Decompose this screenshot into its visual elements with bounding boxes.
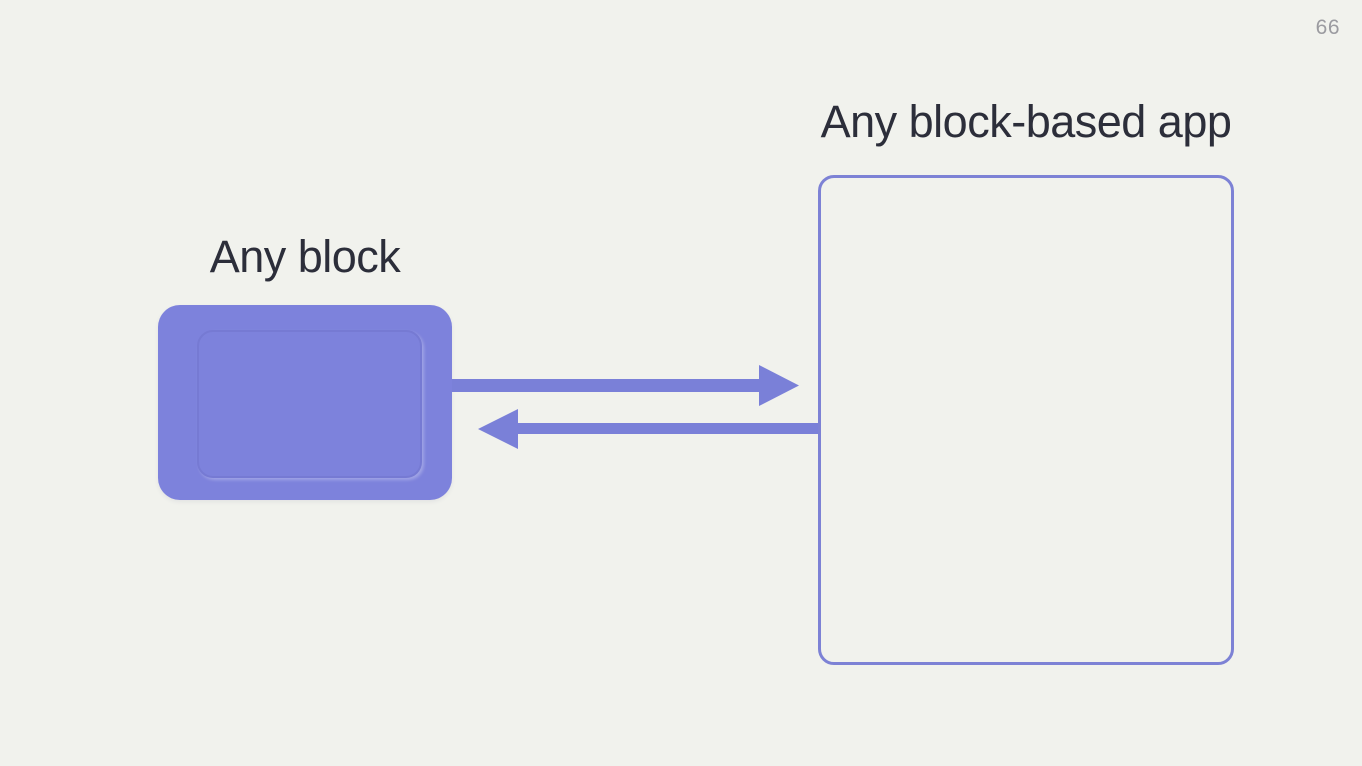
app-to-block-arrow-shaft [514,423,818,434]
page-number: 66 [1315,16,1340,39]
block-label: Any block [209,231,401,282]
app-outline-box [818,175,1234,665]
block-to-app-arrow-shaft [452,379,760,392]
block-to-app-arrowhead-icon [759,365,799,406]
block-inner-inset [197,330,422,478]
block-to-app-arrow-icon [452,365,799,406]
any-block-shape [158,305,452,500]
app-to-block-arrow-icon [478,409,818,449]
app-to-block-arrowhead-icon [478,409,518,449]
app-box-title: Any block-based app [820,96,1232,147]
